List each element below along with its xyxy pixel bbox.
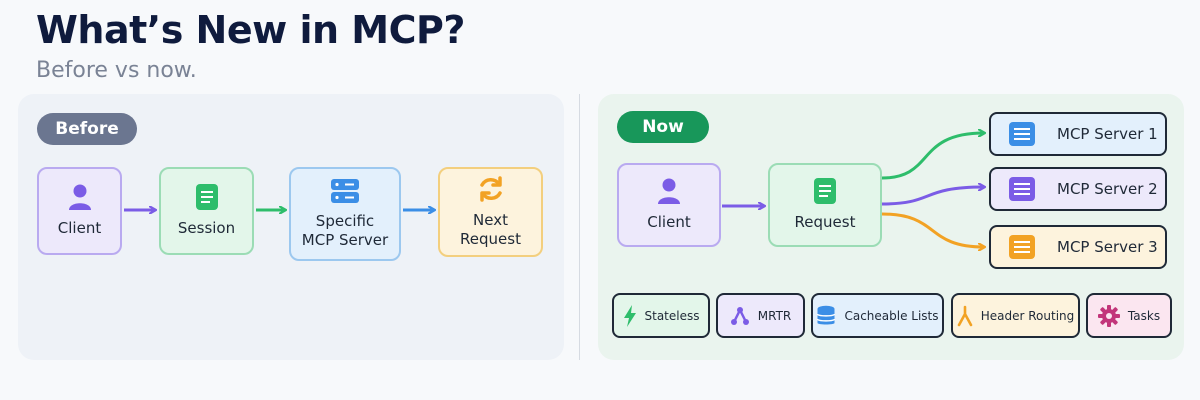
node-label: Session (177, 219, 236, 238)
feature-cacheable-lists: Cacheable Lists (811, 293, 944, 338)
feature-label: Tasks (1127, 308, 1161, 323)
before-next-request-node: Next Request (438, 167, 543, 257)
bolt-icon (623, 304, 637, 327)
user-icon (657, 177, 681, 205)
gear-icon (1097, 304, 1120, 327)
document-icon (195, 183, 219, 211)
now-request-node: Request (768, 163, 882, 247)
mcp-server-2: MCP Server 2 (989, 167, 1167, 211)
document-icon (813, 177, 837, 205)
node-label: Specific MCP Server (301, 211, 389, 250)
server-icon (330, 178, 360, 204)
arrow-request-server1 (881, 133, 984, 180)
panel-divider (579, 94, 580, 360)
branch-icon (730, 306, 750, 326)
database-icon (816, 305, 836, 327)
page-subtitle: Before vs now. (36, 58, 197, 83)
node-label: Client (57, 219, 102, 238)
feature-stateless: Stateless (612, 293, 710, 338)
server-label: MCP Server 1 (1057, 125, 1158, 143)
mcp-server-3: MCP Server 3 (989, 225, 1167, 269)
refresh-icon (477, 175, 505, 203)
user-icon (68, 183, 92, 211)
page-title: What’s New in MCP? (36, 8, 465, 52)
node-label: Next Request (460, 210, 521, 249)
before-badge: Before (37, 113, 137, 145)
now-client-node: Client (617, 163, 721, 247)
feature-label: MRTR (757, 308, 792, 323)
now-badge: Now (617, 111, 709, 143)
feature-header-routing: Header Routing (951, 293, 1080, 338)
mcp-server-1: MCP Server 1 (989, 112, 1167, 156)
before-session-node: Session (159, 167, 254, 255)
server-label: MCP Server 3 (1057, 238, 1158, 256)
feature-label: Header Routing (980, 308, 1075, 323)
route-icon (957, 305, 973, 327)
arrow-request-server3 (881, 212, 984, 247)
server-icon (1009, 235, 1035, 259)
node-label: Request (794, 213, 856, 232)
server-label: MCP Server 2 (1057, 180, 1158, 198)
arrow-request-server2 (881, 187, 984, 206)
before-specific-server-node: Specific MCP Server (289, 167, 401, 261)
server-icon (1009, 122, 1035, 146)
node-label: Client (647, 213, 691, 232)
feature-label: Stateless (644, 308, 700, 323)
feature-mrtr: MRTR (716, 293, 805, 338)
server-icon (1009, 177, 1035, 201)
feature-tasks: Tasks (1086, 293, 1172, 338)
before-client-node: Client (37, 167, 122, 255)
feature-label: Cacheable Lists (844, 308, 939, 323)
